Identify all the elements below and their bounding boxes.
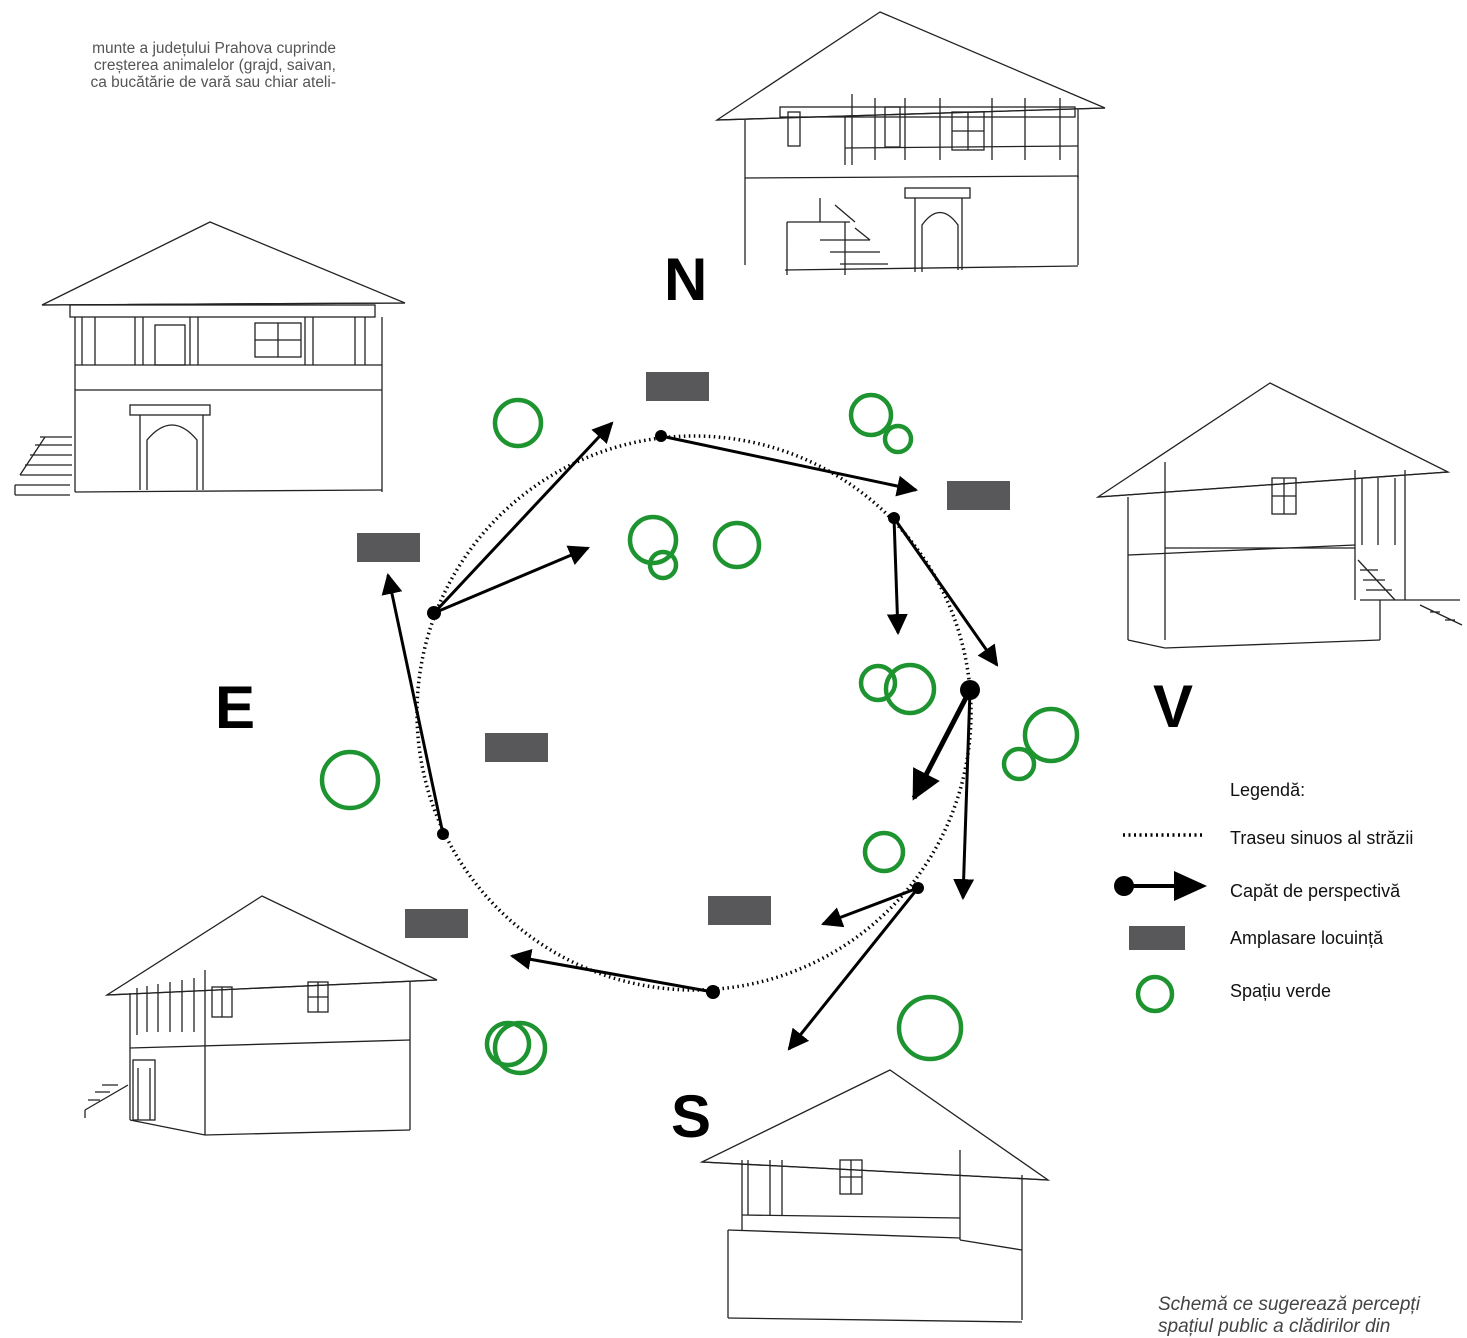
green-space-marker	[858, 663, 898, 703]
compass-east: E	[215, 674, 256, 741]
compass-south: S	[671, 1083, 712, 1150]
perspective-arrow	[787, 887, 920, 1051]
green-space-marker	[883, 662, 937, 716]
dwelling-marker	[646, 372, 709, 401]
house-sketch-southwest	[84, 895, 438, 1136]
dwelling-marker	[708, 896, 771, 925]
green-space-marker	[627, 514, 679, 566]
figure-caption: Schemă ce sugerează percepți spațiul pub…	[1158, 1294, 1420, 1338]
green-space-marker	[492, 397, 544, 449]
viewpoint-dot	[960, 680, 980, 700]
legend-arrow-symbol	[1114, 871, 1207, 901]
viewpoint-dot	[655, 430, 667, 442]
green-space-marker	[319, 749, 381, 811]
intro-line-3: ca bucătărie de vară sau chiar ateli-	[90, 74, 336, 91]
green-space-marker	[484, 1020, 532, 1068]
intro-line-2: creșterea animalelor (grajd, saivan,	[93, 57, 336, 74]
house-sketch-south	[699, 1069, 1051, 1323]
perspective-arrow	[433, 545, 590, 615]
legend-label-green-space: Spațiu verde	[1230, 981, 1332, 1001]
legend-title: Legendă:	[1230, 780, 1306, 800]
perspective-arrow	[821, 886, 919, 928]
perspective-arrows	[381, 421, 999, 1051]
dwelling-marker	[947, 481, 1010, 510]
dwelling-marker	[357, 533, 420, 562]
legend-dwelling-symbol	[1129, 926, 1185, 950]
perspective-arrow	[953, 689, 975, 901]
compass-west: V	[1153, 673, 1194, 740]
legend-label-dwelling: Amplasare locuință	[1230, 928, 1384, 948]
caption-line-1: Schemă ce sugerează percepți	[1158, 1294, 1420, 1315]
perspective-arrow	[892, 517, 999, 667]
dwelling-markers	[357, 372, 1010, 938]
perspective-arrow	[886, 517, 908, 636]
intro-line-1: munte a județului Prahova cuprinde	[92, 40, 336, 57]
green-space-marker	[1001, 746, 1037, 782]
green-space-marker	[1022, 706, 1080, 764]
green-space-markers	[319, 392, 1080, 1076]
house-sketch-east	[14, 221, 406, 496]
viewpoint-dot	[437, 828, 449, 840]
intro-paragraph: munte a județului Prahova cuprinde creșt…	[0, 40, 336, 91]
dwelling-marker	[485, 733, 548, 762]
legend-symbols	[1114, 833, 1207, 1014]
green-space-marker	[862, 830, 906, 874]
caption-line-2: spațiul public a clădirilor din	[1158, 1316, 1391, 1337]
viewpoint-dot	[912, 882, 924, 894]
perspective-arrow	[509, 948, 714, 994]
perspective-arrow	[911, 688, 973, 801]
green-space-marker	[647, 549, 679, 581]
green-space-marker	[882, 423, 914, 455]
street-route-path	[415, 434, 973, 992]
green-space-marker	[492, 1020, 548, 1076]
viewpoint-dot	[706, 985, 720, 999]
legend-label-street: Traseu sinuos al străzii	[1230, 828, 1414, 848]
viewpoint-dot	[427, 606, 441, 620]
house-sketch-north	[714, 11, 1106, 275]
legend-green-space-symbol	[1135, 974, 1175, 1014]
green-space-marker	[896, 994, 964, 1062]
viewpoint-dot	[888, 512, 900, 524]
green-space-marker	[848, 392, 894, 438]
viewpoint-dots	[427, 430, 980, 999]
perspective-arrow	[381, 572, 445, 835]
dwelling-marker	[405, 909, 468, 938]
legend-label-perspective: Capăt de perspectivă	[1230, 881, 1401, 901]
compass-north: N	[664, 246, 708, 313]
house-sketch-west	[1095, 382, 1463, 649]
perspective-arrow	[660, 434, 919, 497]
perspective-arrow	[432, 421, 614, 615]
green-space-marker	[712, 520, 762, 570]
